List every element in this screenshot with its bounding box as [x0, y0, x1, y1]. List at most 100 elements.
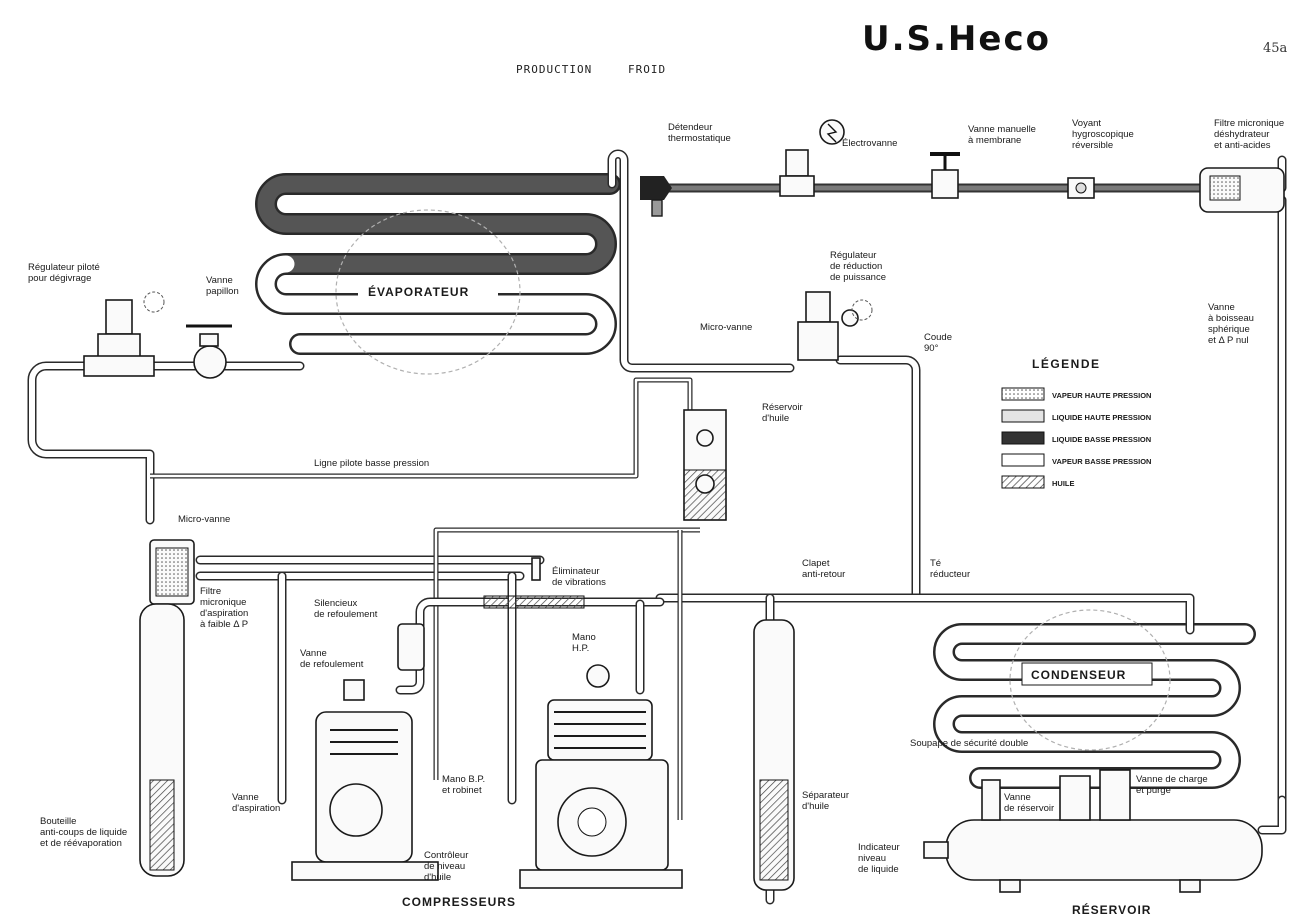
callout-line: de refoulement [314, 609, 378, 620]
callout-line: 90° [924, 343, 939, 354]
callout-line: Contrôleur [424, 850, 468, 861]
callout-soupape: Soupape de sécurité double [910, 738, 1028, 749]
callout-line: Filtre micronique [1214, 118, 1284, 129]
callout-line: Vanne [232, 792, 259, 803]
callout-line: Voyant [1072, 118, 1101, 129]
callout-line: de refoulement [300, 659, 364, 670]
callout-line: d'huile [762, 413, 789, 424]
compressor-1 [292, 680, 438, 880]
label-reservoir: RÉSERVOIR [1072, 902, 1151, 917]
header-production: PRODUCTION [516, 63, 592, 76]
legend-swatch-2 [1002, 432, 1044, 444]
callout-line: d'huile [802, 801, 829, 812]
callout-line: Ligne pilote basse pression [314, 458, 429, 469]
callout-line: d'aspiration [232, 803, 280, 814]
callout-line: Indicateur [858, 842, 900, 853]
callout-line: hygroscopique [1072, 129, 1134, 140]
defrost-regulator [84, 292, 164, 376]
condenser-coil: CONDENSEUR [944, 610, 1245, 778]
callout-line: à membrane [968, 135, 1021, 146]
callout-line: de vibrations [552, 577, 606, 588]
callout-line: Régulateur [830, 250, 876, 261]
legend-item-0: VAPEUR HAUTE PRESSION [1052, 391, 1151, 400]
callout-line: Vanne manuelle [968, 124, 1036, 135]
power-reduction-regulator [798, 292, 872, 360]
oil-reservoir [684, 410, 726, 520]
callout-line: Éliminateur [552, 566, 600, 577]
filter-drier [1200, 168, 1284, 212]
callout-mano-bp: Mano B.P.et robinet [442, 774, 485, 796]
legend-swatch-3 [1002, 454, 1044, 466]
callout-line: Mano B.P. [442, 774, 485, 785]
callout-line: Bouteille [40, 816, 76, 827]
callout-vanne-reservoir: Vannede réservoir [1004, 792, 1054, 814]
brand-logo: U.S.Heco [862, 19, 1051, 59]
discharge-silencer [398, 624, 424, 670]
callout-micro-vanne-left: Micro-vanne [178, 514, 230, 525]
callout-filtre-deshydrateur: Filtre microniquedéshydrateuret anti-aci… [1214, 118, 1284, 151]
legend-item-1: LIQUIDE HAUTE PRESSION [1052, 413, 1151, 422]
callout-line: et anti-acides [1214, 140, 1271, 151]
manual-membrane-valve [930, 154, 960, 198]
callout-line: Vanne [300, 648, 327, 659]
legend-swatch-0 [1002, 388, 1044, 400]
compressor-2 [520, 665, 682, 888]
callout-line: Vanne de charge [1136, 774, 1208, 785]
page-reference: 45a [1263, 41, 1288, 56]
label-evaporateur: ÉVAPORATEUR [368, 284, 469, 299]
label-condenseur: CONDENSEUR [1031, 668, 1126, 682]
callout-te-reducteur: Téréducteur [930, 558, 970, 580]
callout-line: à boisseau [1208, 313, 1254, 324]
callout-line: Vanne [1208, 302, 1235, 313]
callout-line: et purge [1136, 785, 1171, 796]
callout-line: Filtre [200, 586, 221, 597]
callout-line: Électrovanne [842, 138, 897, 149]
callout-line: de niveau [424, 861, 465, 872]
legend-item-3: VAPEUR BASSE PRESSION [1052, 457, 1151, 466]
callout-line: et robinet [442, 785, 482, 796]
callout-line: Té [930, 558, 941, 569]
sight-glass [1068, 178, 1094, 198]
callout-line: réducteur [930, 569, 970, 580]
callout-line: Clapet [802, 558, 830, 569]
callout-line: Micro-vanne [700, 322, 752, 333]
callout-line: H.P. [572, 643, 589, 654]
legend-swatch-4 [1002, 476, 1044, 488]
callout-filtre-aspiration: Filtremicroniqued'aspirationà faible Δ P [200, 586, 248, 630]
callout-line: Silencieux [314, 598, 358, 609]
callout-electrovanne: Électrovanne [842, 138, 897, 149]
callout-line: déshydrateur [1214, 129, 1269, 140]
callout-line: Mano [572, 632, 596, 643]
label-compresseurs: COMPRESSEURS [402, 895, 516, 909]
callout-line: et Δ P nul [1208, 335, 1249, 346]
callout-vanne-papillon: Vannepapillon [206, 275, 239, 297]
callout-line: anti-retour [802, 569, 845, 580]
suction-filter [150, 540, 194, 604]
callout-line: papillon [206, 286, 239, 297]
oil-separator [754, 620, 794, 890]
callout-vanne-manuelle: Vanne manuelleà membrane [968, 124, 1036, 146]
legend: LÉGENDE VAPEUR HAUTE PRESSION LIQUIDE HA… [1002, 356, 1151, 488]
callout-line: thermostatique [668, 133, 731, 144]
callout-line: de réduction [830, 261, 882, 272]
callout-line: Coude [924, 332, 952, 343]
callout-line: sphérique [1208, 324, 1250, 335]
expansion-valve [640, 176, 672, 216]
callout-line: Détendeur [668, 122, 712, 133]
callout-line: niveau [858, 853, 886, 864]
callout-line: de liquide [858, 864, 899, 875]
callout-line: réversible [1072, 140, 1113, 151]
